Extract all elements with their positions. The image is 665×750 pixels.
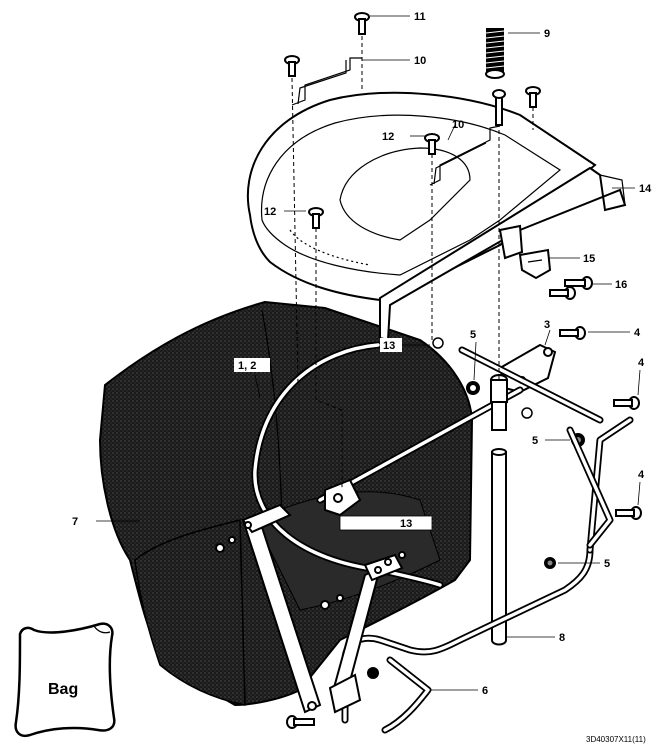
callout-12-upper: 12 (382, 131, 394, 143)
bolt-bottom-left (286, 715, 315, 729)
bracket-part-15 (498, 224, 552, 280)
bolt-top-left (284, 55, 300, 77)
callout-14: 14 (639, 183, 652, 195)
callout-4-middle: 4 (638, 357, 645, 369)
callout-5-upper: 5 (470, 329, 476, 341)
callout-6: 6 (482, 685, 488, 697)
callout-13-upper: 13 (383, 340, 395, 352)
callout-5-lower: 5 (604, 558, 610, 570)
support-post-part-8 (490, 374, 508, 646)
bolt-part-4-c (615, 506, 642, 520)
cover-outer (246, 91, 597, 302)
bolt-part-12-b (308, 207, 324, 229)
callout-4-lower: 4 (638, 469, 645, 481)
callout-1-2: 1, 2 (238, 360, 256, 372)
bracket-part-10-lower (429, 125, 501, 186)
clamp-part-13 (324, 478, 362, 517)
chute-lip (599, 174, 626, 206)
bolt-part-16-b (549, 286, 576, 300)
callout-7: 7 (72, 516, 78, 528)
bag-legend-icon: Bag (14, 622, 116, 737)
bag-cover (246, 91, 597, 302)
bolt-top-right (525, 86, 541, 108)
frame-rod-parts-1-2 (251, 341, 604, 589)
callout-8: 8 (559, 632, 565, 644)
latch-pin-assembly (492, 89, 506, 126)
bolt-part-4-b (613, 396, 640, 410)
callout-3: 3 (544, 319, 550, 331)
bolt-part-4-a (559, 326, 586, 340)
callout-10-upper: 10 (414, 55, 426, 67)
callout-9: 9 (544, 28, 550, 40)
callout-13-lower: 13 (400, 518, 412, 530)
callout-16: 16 (615, 279, 627, 291)
callout-4-upper: 4 (634, 327, 641, 339)
bag-legend-label: Bag (48, 681, 78, 698)
callout-10-lower: 10 (452, 119, 464, 131)
bolt-part-16-a (564, 276, 593, 290)
callout-15: 15 (583, 253, 595, 265)
bag-seam (261, 309, 283, 521)
callout-11: 11 (414, 11, 426, 23)
bolt-part-12-a (424, 133, 440, 155)
callout-12-lower: 12 (264, 206, 276, 218)
nut-part-5-c (544, 557, 556, 569)
nut-washer-small (367, 337, 533, 679)
cover-shading (289, 229, 371, 266)
bag-front-panel (134, 519, 246, 706)
callout-5-middle: 5 (532, 435, 538, 447)
drawing-code: 3D40307X11(11) (586, 735, 646, 744)
bag-icon-outline (14, 622, 116, 737)
side-strap-center (328, 553, 404, 714)
spring-part-9 (485, 28, 505, 79)
bracket-part-10-upper (291, 57, 362, 106)
cover-recess (339, 147, 471, 241)
callout-leaders (96, 15, 641, 691)
grass-bag-part-7 (98, 300, 474, 707)
cover-inner-ridge (260, 114, 562, 276)
side-strap-left (241, 503, 322, 714)
bag-icon-fold (93, 625, 111, 634)
bolt-part-11 (354, 12, 370, 35)
nut-part-5-a (466, 381, 480, 395)
callout-box-13-upper (380, 338, 402, 352)
bag-fastener-pins (215, 536, 406, 610)
callout-box-1-2 (234, 358, 270, 372)
hidden-alignment-lines (291, 36, 534, 490)
callout-box-13-lower (339, 515, 433, 531)
